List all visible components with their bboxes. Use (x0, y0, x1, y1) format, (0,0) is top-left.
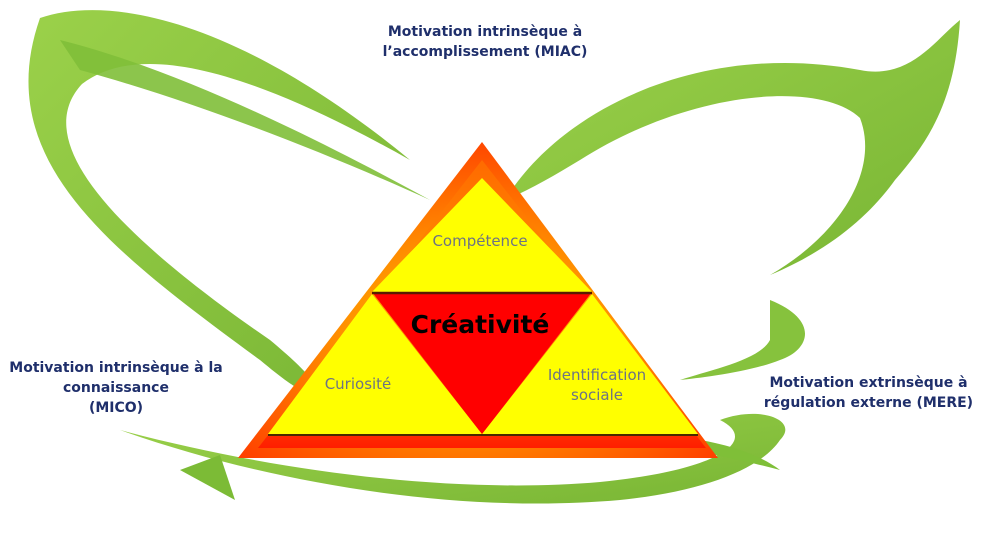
label-mico: Motivation intrinsèque à la connaissance… (9, 360, 223, 416)
bottom-arrow-head (180, 455, 235, 500)
label-curiosite: Curiosité (324, 375, 392, 393)
bottom-swoosh-arrow (120, 413, 786, 504)
triangle-center (372, 292, 592, 434)
label-creativite: Créativité (410, 310, 550, 339)
right-tail-arrow (680, 300, 805, 380)
pyramid (238, 142, 718, 458)
triangle-top (372, 178, 592, 292)
right-loop-arrow (505, 20, 960, 275)
triangle-right (482, 294, 698, 434)
top-sweep-arrow (60, 40, 430, 200)
label-identification-sociale: Identification sociale (547, 366, 647, 404)
label-miac: Motivation intrinsèque à l’accomplisseme… (382, 24, 588, 60)
triangle-left (268, 294, 482, 434)
label-mere: Motivation extrinsèque à régulation exte… (763, 375, 974, 411)
right-under-tail (700, 440, 780, 470)
label-competence: Compétence (432, 232, 528, 250)
green-arrows (28, 10, 960, 504)
left-loop-arrow (28, 10, 410, 398)
